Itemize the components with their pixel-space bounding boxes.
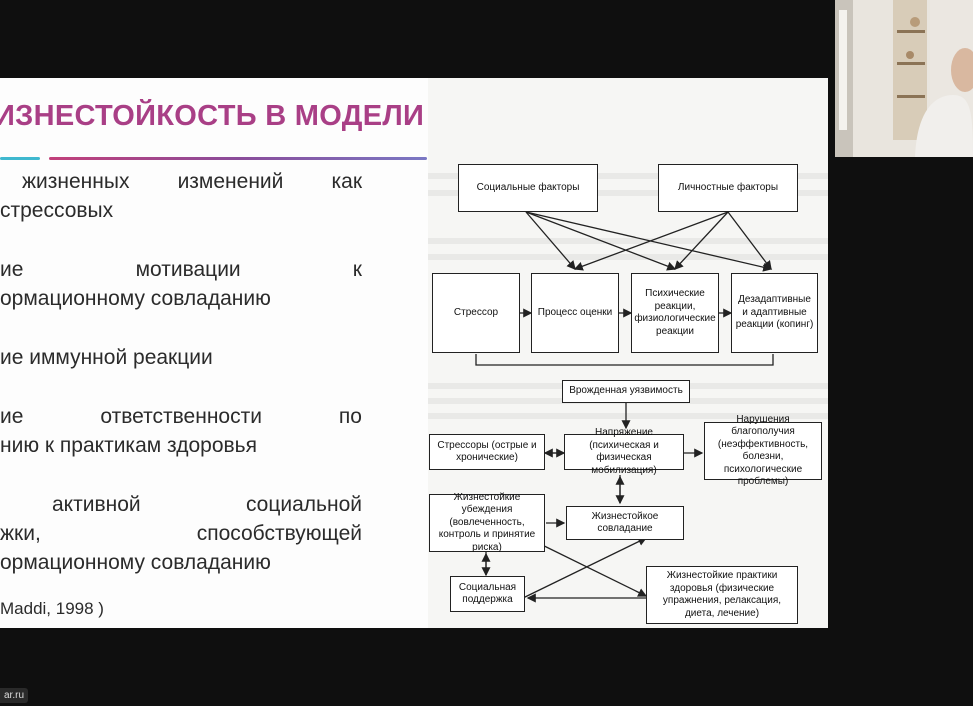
watermark-label: ar.ru — [0, 688, 29, 703]
bullet-1-line-1: жизненных изменений как — [22, 170, 362, 193]
bullet-2-line-1: ие мотивации к — [0, 258, 362, 281]
stress-model-diagram: Социальные факторы Личностные факторы Ст… — [428, 78, 828, 628]
webcam-scene-icon — [835, 0, 973, 157]
bullet-3: ие иммунной реакции — [0, 346, 213, 369]
bullet-4-line-2: нию к практикам здоровья — [0, 434, 257, 457]
title-accent-line-short — [0, 157, 40, 160]
strain-box: Напряжение (психическая и физическая моб… — [564, 427, 684, 476]
personal-factors-box: Личностные факторы — [658, 164, 798, 212]
diagram-arrows — [475, 211, 774, 603]
title-accent-line-long — [49, 157, 427, 160]
hardy-beliefs-box: Жизнестойкие убеждения (вовлеченность, к… — [429, 492, 545, 553]
hardy-practices-box: Жизнестойкие практики здоровья (физическ… — [646, 566, 798, 624]
appraisal-box: Процесс оценки — [531, 273, 619, 353]
wellbeing-box: Нарушения благополучия (неэффективность,… — [704, 414, 822, 487]
psych-physio-reactions-box: Психические реакции, физиологические реа… — [631, 273, 719, 353]
hardy-coping-box: Жизнестойкое совладание — [566, 506, 684, 540]
bullet-5-line-2: жки, способствующей — [0, 522, 362, 545]
stressor-box: Стрессор — [432, 273, 520, 353]
vulnerability-box: Врожденная уязвимость — [562, 380, 690, 403]
bullet-5-line-1: активной социальной — [52, 493, 362, 516]
citation: Maddi, 1998 ) — [0, 599, 104, 618]
coping-reactions-box: Дезадаптивные и адаптивные реакции (копи… — [731, 273, 818, 353]
bullet-2-line-2: ормационному совладанию — [0, 287, 271, 310]
social-factors-box: Социальные факторы — [458, 164, 598, 212]
social-support-box: Социальная поддержка — [450, 576, 525, 612]
stressors-box: Стрессоры (острые и хронические) — [429, 434, 545, 470]
bullet-1-line-2: стрессовых — [0, 199, 114, 222]
bullet-4-line-1: ие ответственности по — [0, 405, 362, 428]
webcam-thumbnail — [835, 0, 973, 157]
bullet-5-line-3: ормационному совладанию — [0, 551, 271, 574]
